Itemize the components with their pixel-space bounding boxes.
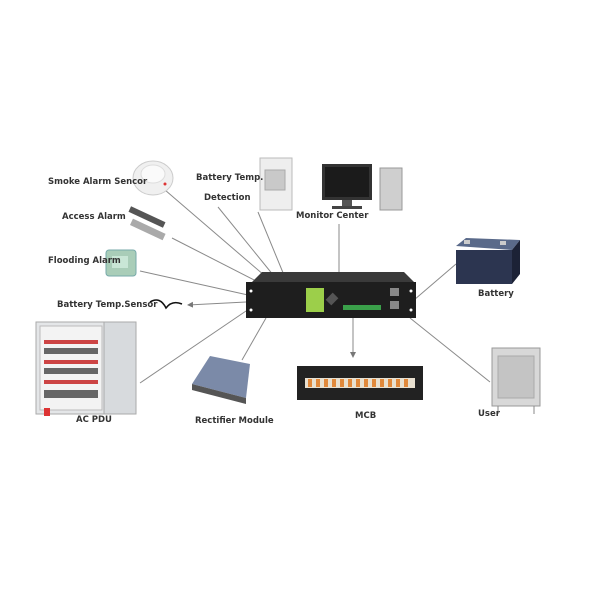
lcd-screen <box>306 288 324 312</box>
battery-image <box>456 238 520 284</box>
ethernet-port <box>390 288 399 296</box>
monitor-center-image <box>322 164 403 211</box>
line-thermostat <box>257 211 287 281</box>
outdoor-cabinet-image <box>491 347 541 414</box>
line-flooding-alarm <box>139 270 249 296</box>
label-battery-temp-sensor: Battery Temp.Sensor <box>57 300 158 310</box>
label-flooding-alarm: Flooding Alarm <box>48 256 121 266</box>
rectifier-module-image <box>192 356 250 404</box>
temp-detection-image <box>259 157 293 211</box>
keypad <box>325 292 339 306</box>
line-temp-detection <box>217 206 279 282</box>
label-smoke-alarm: Smoke Alarm Sencor <box>48 177 148 187</box>
label-user: User <box>478 409 500 419</box>
temp-sensor-image <box>149 299 183 310</box>
smoke-alarm-image <box>132 160 174 196</box>
label-mcb: MCB <box>355 411 377 421</box>
ac-pdu-image <box>35 321 137 416</box>
label-battery: Battery <box>478 289 514 299</box>
label-access-alarm: Access Alarm <box>62 212 126 222</box>
connection-lines <box>139 189 491 384</box>
line-user <box>409 317 491 383</box>
access-alarm-image <box>128 206 166 241</box>
line-temp-sensor <box>187 301 247 308</box>
line-access-alarm <box>171 237 263 285</box>
label-battery-temp: Battery Temp. <box>196 173 264 183</box>
label-detection: Detection <box>204 193 251 203</box>
label-monitor-center: Monitor Center <box>296 211 369 221</box>
flooding-alarm-image <box>105 249 137 277</box>
line-smoke-alarm <box>164 189 273 283</box>
terminal-block <box>343 305 381 310</box>
label-rectifier-module: Rectifier Module <box>195 416 274 426</box>
line-ac-pdu <box>139 310 247 384</box>
controller-unit <box>246 272 416 318</box>
label-ac-pdu: AC PDU <box>76 415 112 425</box>
mcb-image <box>297 366 423 400</box>
line-battery <box>413 263 457 301</box>
ethernet-port <box>390 301 399 309</box>
line-rectifier <box>241 317 267 361</box>
